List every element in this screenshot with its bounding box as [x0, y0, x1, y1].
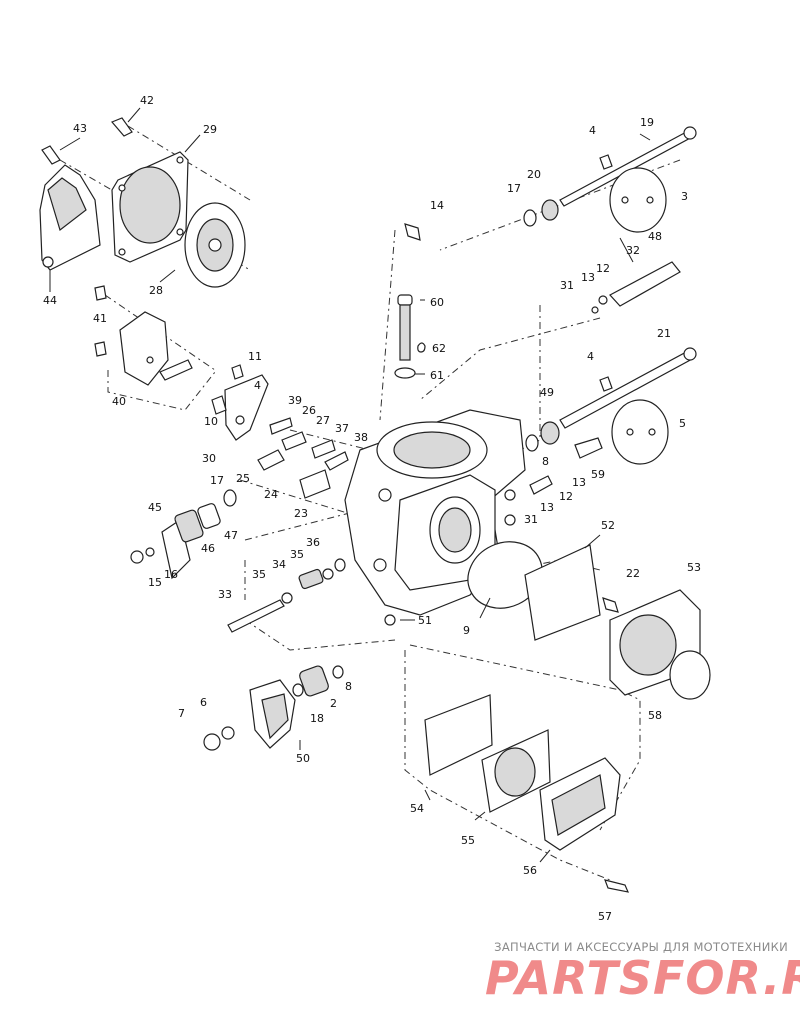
callout-35-lower: 35	[252, 568, 266, 581]
callout-7: 7	[178, 707, 185, 720]
diaphragm-28-illustration	[184, 202, 246, 288]
callout-12-lower: 12	[559, 490, 573, 503]
lever-50-illustration	[203, 665, 344, 751]
callout-9: 9	[463, 624, 470, 637]
callout-18: 18	[310, 712, 324, 725]
callout-38: 38	[354, 431, 368, 444]
needle-48-illustration	[591, 261, 681, 314]
callout-47: 47	[224, 529, 238, 542]
needle-parts-illustration	[257, 417, 349, 499]
callout-14: 14	[430, 199, 444, 212]
bracket-44-illustration	[39, 164, 101, 271]
callout-55: 55	[461, 834, 475, 847]
lever-30-illustration	[211, 364, 269, 441]
callout-13-mid: 13	[572, 476, 586, 489]
callout-28: 28	[149, 284, 163, 297]
shaft-19-illustration	[523, 126, 697, 233]
watermark-tagline: ЗАПЧАСТИ И АКСЕССУАРЫ ДЛЯ МОТОТЕХНИКИ	[494, 940, 788, 954]
callout-3: 3	[681, 190, 688, 203]
callout-32: 32	[626, 244, 640, 257]
cover-56-illustration	[539, 757, 630, 893]
callout-30: 30	[202, 452, 216, 465]
screws-42-43	[41, 117, 133, 165]
callout-19: 19	[640, 116, 654, 129]
callout-8-upper: 8	[542, 455, 549, 468]
callout-6: 6	[200, 696, 207, 709]
callout-5: 5	[679, 417, 686, 430]
callout-17-left: 17	[210, 474, 224, 487]
callout-54: 54	[410, 802, 424, 815]
needle-33-illustration	[227, 558, 346, 633]
callout-62: 62	[432, 342, 446, 355]
callout-4-right: 4	[587, 350, 594, 363]
callout-42: 42	[140, 94, 154, 107]
gasket-54-illustration	[424, 694, 493, 776]
callout-16: 16	[164, 568, 178, 581]
callout-39: 39	[288, 394, 302, 407]
callout-57: 57	[598, 910, 612, 923]
callout-37: 37	[335, 422, 349, 435]
callout-4-top: 4	[589, 124, 596, 137]
callout-31-upper: 31	[560, 279, 574, 292]
part-callouts: 42 43 29 44 28 41 40 11 4 10 30 39 26 27…	[43, 94, 701, 923]
callout-36: 36	[306, 536, 320, 549]
leader-lines	[49, 107, 651, 863]
callout-12-upper: 12	[596, 262, 610, 275]
callout-48: 48	[648, 230, 662, 243]
callout-53: 53	[687, 561, 701, 574]
callout-29: 29	[203, 123, 217, 136]
callout-25: 25	[236, 472, 250, 485]
callout-24: 24	[264, 488, 278, 501]
gasket-55-illustration	[481, 729, 551, 813]
callout-31-lower: 31	[524, 513, 538, 526]
callout-59: 59	[591, 468, 605, 481]
callout-26: 26	[302, 404, 316, 417]
callout-11: 11	[248, 350, 262, 363]
callout-23: 23	[294, 507, 308, 520]
callout-61: 61	[430, 369, 444, 382]
callout-20: 20	[527, 168, 541, 181]
callout-10: 10	[204, 415, 218, 428]
bolt-60-illustration	[394, 223, 426, 379]
callout-60: 60	[430, 296, 444, 309]
callout-34: 34	[272, 558, 286, 571]
callout-56: 56	[523, 864, 537, 877]
callout-41: 41	[93, 312, 107, 325]
callout-50: 50	[296, 752, 310, 765]
callout-46: 46	[201, 542, 215, 555]
callout-17-right: 17	[507, 182, 521, 195]
pump-parts-illustration	[130, 489, 237, 580]
callout-45: 45	[148, 501, 162, 514]
watermark-logo: PARTSFOR.RU	[485, 951, 800, 1005]
callout-4-left: 4	[254, 379, 261, 392]
callout-13-upper: 13	[581, 271, 595, 284]
callout-15: 15	[148, 576, 162, 589]
callout-21: 21	[657, 327, 671, 340]
callout-2: 2	[330, 697, 337, 710]
callout-51: 51	[418, 614, 432, 627]
callout-43: 43	[73, 122, 87, 135]
shaft-21-illustration	[525, 347, 697, 495]
callout-49: 49	[540, 386, 554, 399]
gasket-9-illustration	[384, 541, 601, 641]
callout-35-upper: 35	[290, 548, 304, 561]
callout-44: 44	[43, 294, 57, 307]
callout-52: 52	[601, 519, 615, 532]
cover-29-illustration	[111, 151, 189, 263]
callout-8-lower: 8	[345, 680, 352, 693]
callout-40: 40	[112, 395, 126, 408]
cover-53-illustration	[602, 589, 711, 700]
callout-27: 27	[316, 414, 330, 427]
callout-22: 22	[626, 567, 640, 580]
callout-58: 58	[648, 709, 662, 722]
cover-40-illustration	[94, 285, 193, 386]
callout-33: 33	[218, 588, 232, 601]
callout-13-lower: 13	[540, 501, 554, 514]
